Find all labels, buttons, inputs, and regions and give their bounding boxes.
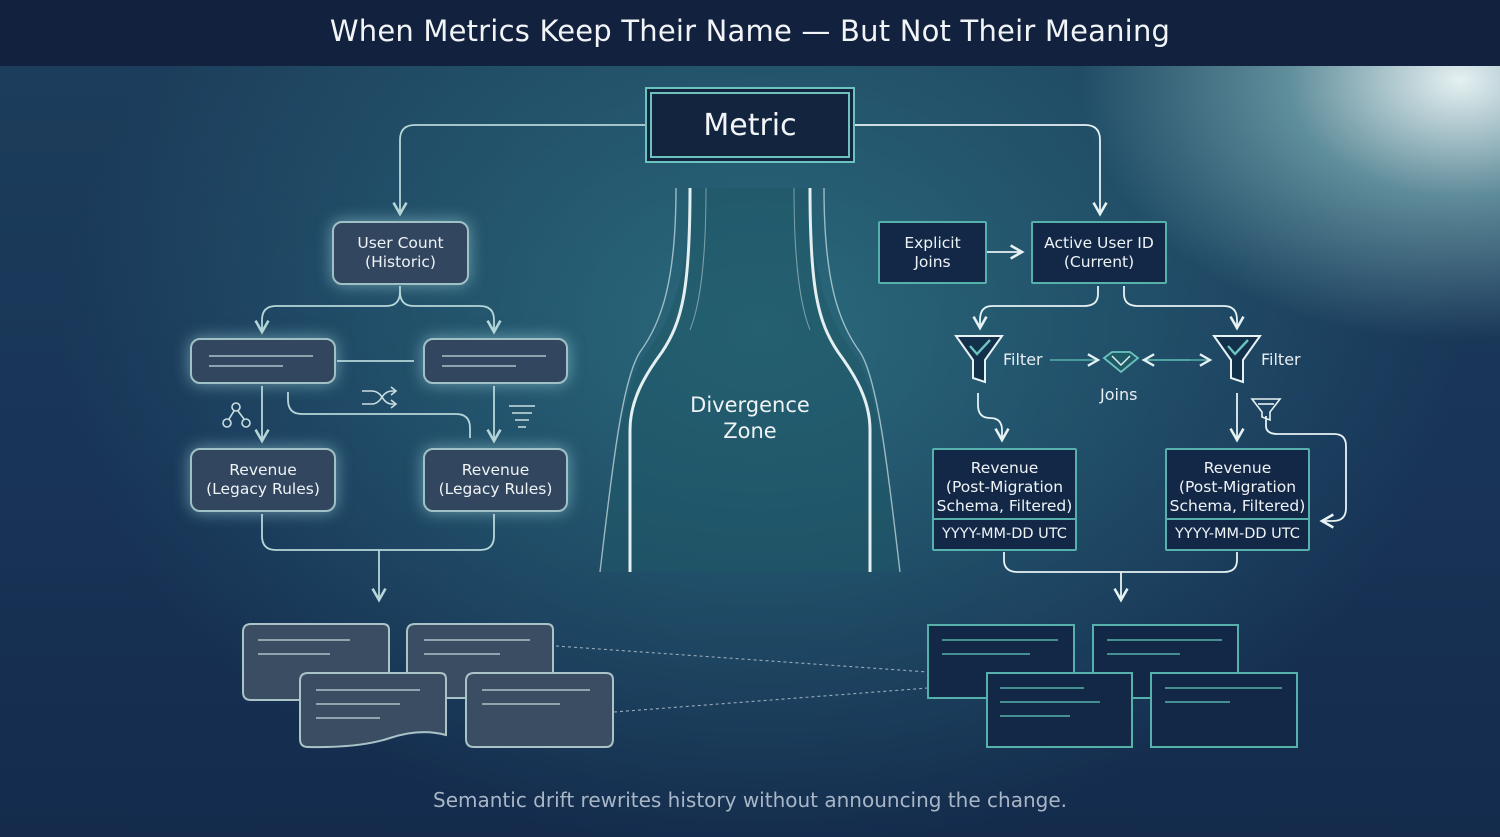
shuffle-icon [362, 386, 398, 409]
filter-label-left: Filter [1003, 350, 1043, 369]
title-bar: When Metrics Keep Their Name — But Not T… [0, 0, 1500, 66]
divergence-zone-label: Divergence Zone [650, 392, 850, 444]
zone-label-line2: Zone [723, 419, 777, 443]
page-title: When Metrics Keep Their Name — But Not T… [329, 14, 1171, 48]
revenue-post-migration-node-right: Revenue (Post-Migration Schema, Filtered… [1165, 448, 1310, 551]
node-label: Explicit [904, 233, 961, 252]
revenue-post-migration-node-left: Revenue (Post-Migration Schema, Filtered… [932, 448, 1077, 551]
text-lines-placeholder [209, 355, 313, 367]
node-label: Revenue [1203, 459, 1272, 477]
node-sublabel: (Current) [1063, 252, 1135, 271]
branch-icon [222, 402, 251, 428]
funnel-check-icon [1212, 335, 1262, 384]
node-sublabel: (Post-Migration [1178, 478, 1297, 496]
sort-lines-icon [509, 405, 535, 428]
node-sublabel: Schema, Filtered) [936, 497, 1073, 515]
node-sublabel: (Historic) [365, 253, 436, 271]
divergence-zone-shape [599, 187, 901, 573]
active-user-id-node: Active User ID (Current) [1031, 221, 1167, 284]
metric-node: Metric [650, 92, 850, 158]
legacy-document-cards [242, 623, 614, 749]
current-document-cards [927, 624, 1298, 748]
zone-label-line1: Divergence [690, 393, 810, 417]
node-sublabel: (Legacy Rules) [438, 480, 553, 498]
node-label: Revenue [229, 461, 297, 479]
node-sublabel: (Legacy Rules) [206, 480, 320, 498]
joins-label: Joins [1100, 385, 1138, 404]
node-label: Active User ID [1044, 233, 1154, 252]
revenue-legacy-node-left: Revenue (Legacy Rules) [190, 448, 336, 512]
node-sublabel: Schema, Filtered) [1169, 497, 1306, 515]
node-label: Revenue [461, 461, 530, 479]
caption: Semantic drift rewrites history without … [433, 788, 1067, 812]
explicit-joins-node: Explicit Joins [878, 221, 987, 284]
node-sublabel: (Post-Migration [945, 478, 1064, 496]
node-label: Revenue [970, 459, 1039, 477]
funnel-outline-icon [1250, 398, 1282, 422]
funnel-check-icon [954, 335, 1004, 384]
diamond-join-icon [1102, 351, 1140, 374]
node-label: User Count [357, 234, 444, 252]
legacy-placeholder-box-left [190, 338, 336, 384]
user-count-historic-node: User Count (Historic) [332, 221, 469, 285]
filter-label-right: Filter [1261, 350, 1301, 369]
revenue-legacy-node-right: Revenue (Legacy Rules) [423, 448, 568, 512]
date-format-label: YYYY-MM-DD UTC [934, 518, 1075, 549]
text-lines-placeholder [441, 355, 546, 367]
legacy-placeholder-box-right [423, 338, 568, 384]
date-format-label: YYYY-MM-DD UTC [1167, 518, 1308, 549]
node-sublabel: Joins [914, 252, 951, 271]
